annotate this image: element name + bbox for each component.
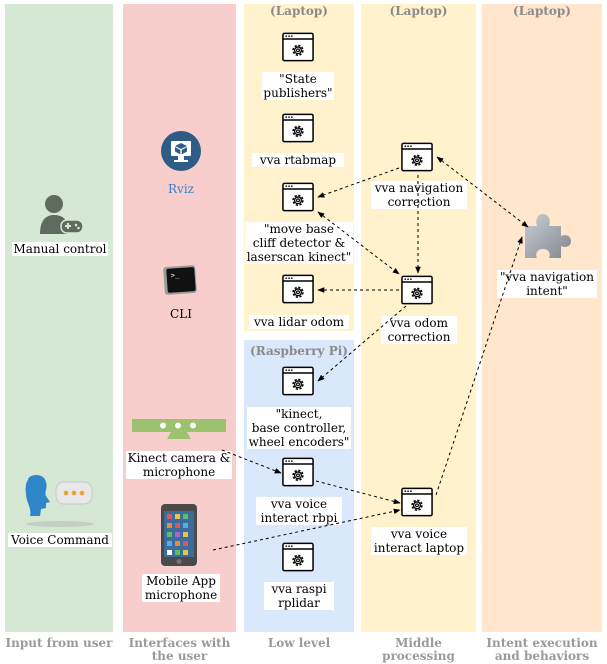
kinect-base-node-icon — [282, 366, 314, 396]
state-publishers-label: "State publishers" — [262, 72, 334, 100]
arrow-kinect-voicerbpi — [221, 449, 282, 474]
column-title-input: Input from user — [5, 636, 113, 650]
vva-odom-correction-node-icon — [401, 275, 433, 305]
vva-odom-correction-label: vva odom correction — [381, 316, 457, 344]
column-title-middle: Middle processing — [382, 636, 455, 663]
raspberry-header: (Raspberry Pi) — [250, 344, 348, 358]
column-title-intent: Intent execution and behaviors — [486, 636, 598, 663]
vva-raspi-rplidar-node-icon — [282, 542, 314, 572]
arrow-navcorr-intent — [436, 156, 529, 228]
vva-lidar-odom-label: vva lidar odom — [249, 315, 349, 329]
vva-rtabmap-label: vva rtabmap — [252, 153, 344, 167]
arrow-mobile-voicelaptop — [212, 508, 401, 551]
svg-text:>_: >_ — [170, 271, 180, 280]
manual-control-label: Manual control — [12, 242, 108, 256]
kinect-icon — [132, 419, 226, 439]
puzzle-piece-icon — [525, 214, 571, 258]
column-title-low-level: Low level — [267, 636, 331, 650]
kinect-base-label: "kinect, base controller, wheel encoders… — [247, 407, 351, 449]
arrow-navcorr-movebase — [317, 167, 400, 198]
vva-voice-laptop-label: vva voice interact laptop — [371, 527, 467, 555]
vva-lidar-odom-node-icon — [282, 274, 314, 304]
state-publishers-node-icon — [282, 32, 314, 62]
vva-rtabmap-node-icon — [282, 113, 314, 143]
intent-laptop-header: (Laptop) — [513, 4, 571, 18]
terminal-icon: >_ — [163, 265, 197, 295]
vva-voice-laptop-node-icon — [401, 487, 433, 517]
mobile-phone-icon — [161, 504, 197, 566]
vva-navigation-intent-label: "vva navigation intent" — [497, 270, 597, 298]
arrow-movebase-odomcorr — [317, 211, 400, 275]
arrow-odomcorr-kinectbase — [317, 305, 407, 382]
rviz-label: Rviz — [168, 182, 194, 196]
mobile-app-label: Mobile App microphone — [142, 574, 220, 602]
arrow-voicerbpi-voicelaptop — [315, 480, 401, 505]
vva-voice-rbpi-label: vva voice interact rbpi — [256, 497, 342, 525]
vva-voice-rbpi-node-icon — [282, 457, 314, 487]
gamepad-user-icon — [40, 195, 84, 234]
kinect-label: Kinect camera & microphone — [126, 451, 232, 479]
low-laptop-header: (Laptop) — [270, 4, 328, 18]
input-lane — [5, 4, 113, 632]
middle-laptop-header: (Laptop) — [389, 4, 448, 18]
vva-navigation-correction-node-icon — [401, 142, 433, 172]
column-title-interfaces: Interfaces with the user — [128, 636, 231, 663]
voice-command-label: Voice Command — [8, 533, 112, 547]
move-base-node-icon — [282, 182, 314, 212]
arrow-voicelaptop-intent — [435, 236, 523, 496]
speaking-head-icon — [25, 475, 94, 527]
vva-raspi-rplidar-label: vva raspi rplidar — [264, 582, 334, 610]
rviz-icon — [161, 131, 201, 171]
cli-label: CLI — [170, 307, 192, 321]
intent-lane — [482, 4, 602, 632]
vva-navigation-correction-label: vva navigation correction — [371, 181, 467, 209]
